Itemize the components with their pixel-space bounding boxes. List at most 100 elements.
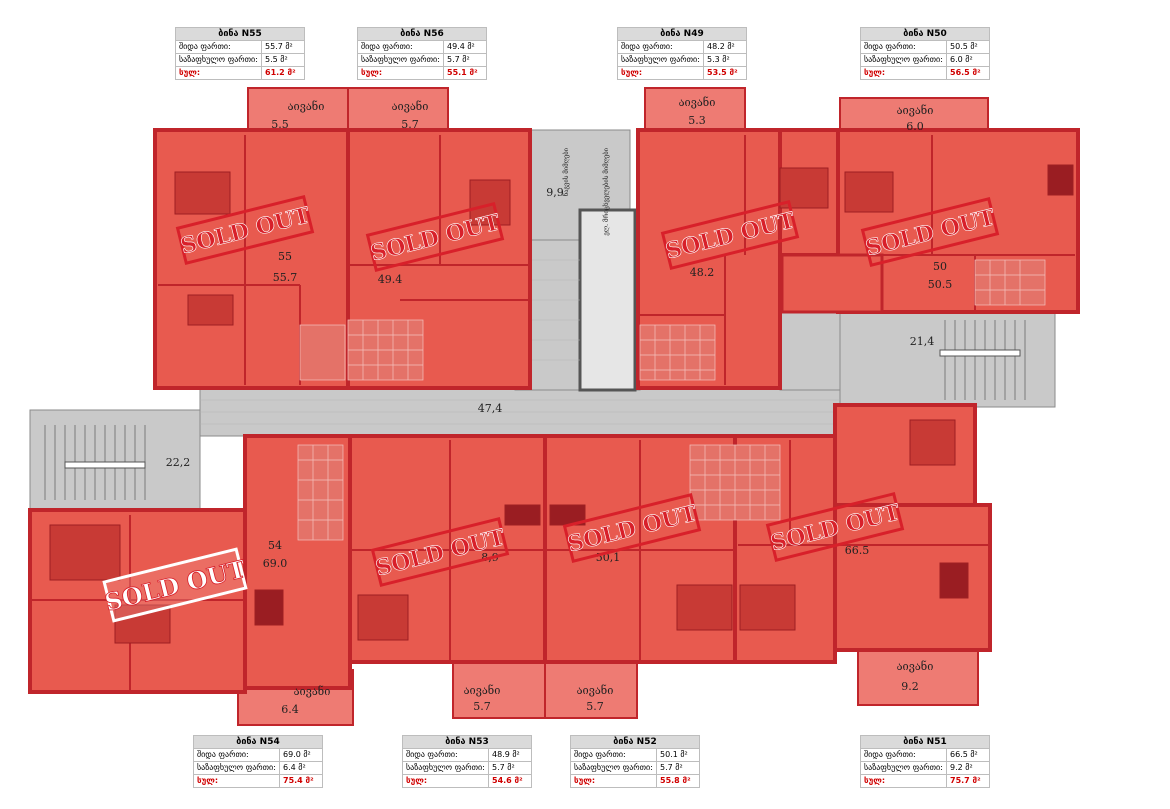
elevator-core: [578, 208, 637, 392]
info-total-label: სულ:: [860, 66, 947, 80]
balcony-area: 5.7: [401, 118, 419, 131]
info-value: 5.5 მ²: [261, 53, 305, 67]
unit-n51: [833, 503, 992, 652]
common-areas: [29, 129, 1056, 511]
info-total-label: სულ:: [570, 774, 657, 788]
info-box-n55: ბინა N55 შიდა ფართი:55.7 მ² საზაფხულო ფა…: [175, 27, 305, 80]
info-value: 5.7 მ²: [656, 761, 700, 775]
info-box-n50: ბინა N50 შიდა ფართი:50.5 მ² საზაფხულო ფა…: [860, 27, 990, 80]
balcony-area: 5.7: [473, 700, 491, 713]
stair-right-treads: [939, 320, 1026, 400]
bed: [844, 171, 894, 213]
balconies: [237, 87, 989, 726]
info-value: 5.7 მ²: [443, 53, 487, 67]
bed: [174, 171, 231, 215]
info-label: საზაფხულო ფართი:: [193, 761, 280, 775]
balcony-word: აივანი: [897, 104, 934, 117]
info-title: ბინა N53: [402, 735, 532, 749]
info-label: საზაფხულო ფართი:: [402, 761, 489, 775]
info-label: შიდა ფართი:: [570, 748, 657, 762]
info-total-value: 75.7 მ²: [946, 774, 990, 788]
info-title: ბინა N54: [193, 735, 323, 749]
unit-area: 50.5: [928, 278, 953, 291]
info-box-n51: ბინა N51 შიდა ფართი:66.5 მ² საზაფხულო ფა…: [860, 735, 990, 788]
info-value: 69.0 მ²: [279, 748, 323, 762]
info-total-label: სულ:: [402, 774, 489, 788]
balcony-word: აივანი: [392, 100, 429, 113]
info-label: საზაფხულო ფართი:: [860, 53, 947, 67]
info-total-value: 55.1 მ²: [443, 66, 487, 80]
tile-lines: [298, 260, 1045, 540]
stair-right-area: 21,4: [910, 335, 935, 348]
balcony-word: აივანი: [897, 660, 934, 673]
table: [504, 504, 541, 526]
info-label: საზაფხულო ფართი:: [175, 53, 262, 67]
info-value: 50.5 მ²: [946, 40, 990, 54]
info-value: 6.0 მ²: [946, 53, 990, 67]
info-value: 50.1 მ²: [656, 748, 700, 762]
common-labels: 47,4 9,9 22,2 21,4 ნაგვის მიმღები ელ. მრ…: [166, 147, 935, 469]
bed: [909, 419, 956, 466]
table: [254, 589, 284, 626]
info-label: შიდა ფართი:: [860, 748, 947, 762]
unit-area: 69.0: [263, 557, 288, 570]
info-total-label: სულ:: [357, 66, 444, 80]
info-label: შიდა ფართი:: [175, 40, 262, 54]
info-total-value: 61.2 მ²: [261, 66, 305, 80]
stair-left-area: 22,2: [166, 456, 191, 469]
info-value: 48.2 მ²: [703, 40, 747, 54]
corridor-grid: [200, 259, 840, 425]
info-label: შიდა ფართი:: [193, 748, 280, 762]
info-label: შიდა ფართი:: [402, 748, 489, 762]
unit-number: 54: [268, 539, 282, 552]
unit-area: 48.2: [690, 266, 715, 279]
table: [1047, 164, 1074, 196]
unit-area: 49.4: [378, 273, 403, 286]
info-title: ბინა N51: [860, 735, 990, 749]
info-total-value: 53.5 მ²: [703, 66, 747, 80]
info-total-value: 75.4 მ²: [279, 774, 323, 788]
balcony-n53: [452, 659, 546, 719]
info-label: საზაფხულო ფართი:: [357, 53, 444, 67]
info-total-value: 55.8 მ²: [656, 774, 700, 788]
bed: [676, 584, 733, 631]
balcony-area: 5.5: [271, 118, 289, 131]
info-box-n54: ბინა N54 შიდა ფართი:69.0 მ² საზაფხულო ფა…: [193, 735, 323, 788]
unit-number: 50: [933, 260, 947, 273]
balcony-area: 9.2: [901, 680, 919, 693]
info-box-n49: ბინა N49 შიდა ფართი:48.2 მ² საზაფხულო ფა…: [617, 27, 747, 80]
bed: [114, 604, 171, 644]
balcony-n49: [644, 87, 746, 131]
balcony-area: 5.3: [688, 114, 706, 127]
balcony-word: აივანი: [288, 100, 325, 113]
info-value: 66.5 მ²: [946, 748, 990, 762]
info-box-n52: ბინა N52 შიდა ფართი:50.1 მ² საზაფხულო ფა…: [570, 735, 700, 788]
info-label: შიდა ფართი:: [860, 40, 947, 54]
info-label: საზაფხულო ფართი:: [860, 761, 947, 775]
info-value: 49.4 მ²: [443, 40, 487, 54]
balcony-area: 6.4: [281, 703, 299, 716]
unit-number: 55: [278, 250, 292, 263]
bed: [187, 294, 234, 326]
info-total-label: სულ:: [175, 66, 262, 80]
balcony-n51: [857, 644, 979, 706]
balcony-area: 5.7: [586, 700, 604, 713]
info-label: შიდა ფართი:: [357, 40, 444, 54]
balcony-n55: [247, 87, 349, 131]
info-label: საზაფხულო ფართი:: [617, 53, 704, 67]
shaft-area: 9,9: [546, 186, 564, 199]
unit-area: 55.7: [273, 271, 298, 284]
info-value: 9.2 მ²: [946, 761, 990, 775]
corridor-area: 47,4: [478, 402, 503, 415]
balcony-word: აივანი: [577, 684, 614, 697]
info-title: ბინა N49: [617, 27, 747, 41]
interior-walls: [30, 135, 1075, 690]
balcony-word: აივანი: [464, 684, 501, 697]
stair-left-treads: [44, 425, 146, 500]
info-value: 6.4 მ²: [279, 761, 323, 775]
info-value: 48.9 მ²: [488, 748, 532, 762]
stair-right: [839, 311, 1056, 408]
bed: [49, 524, 121, 581]
info-total-value: 56.5 მ²: [946, 66, 990, 80]
